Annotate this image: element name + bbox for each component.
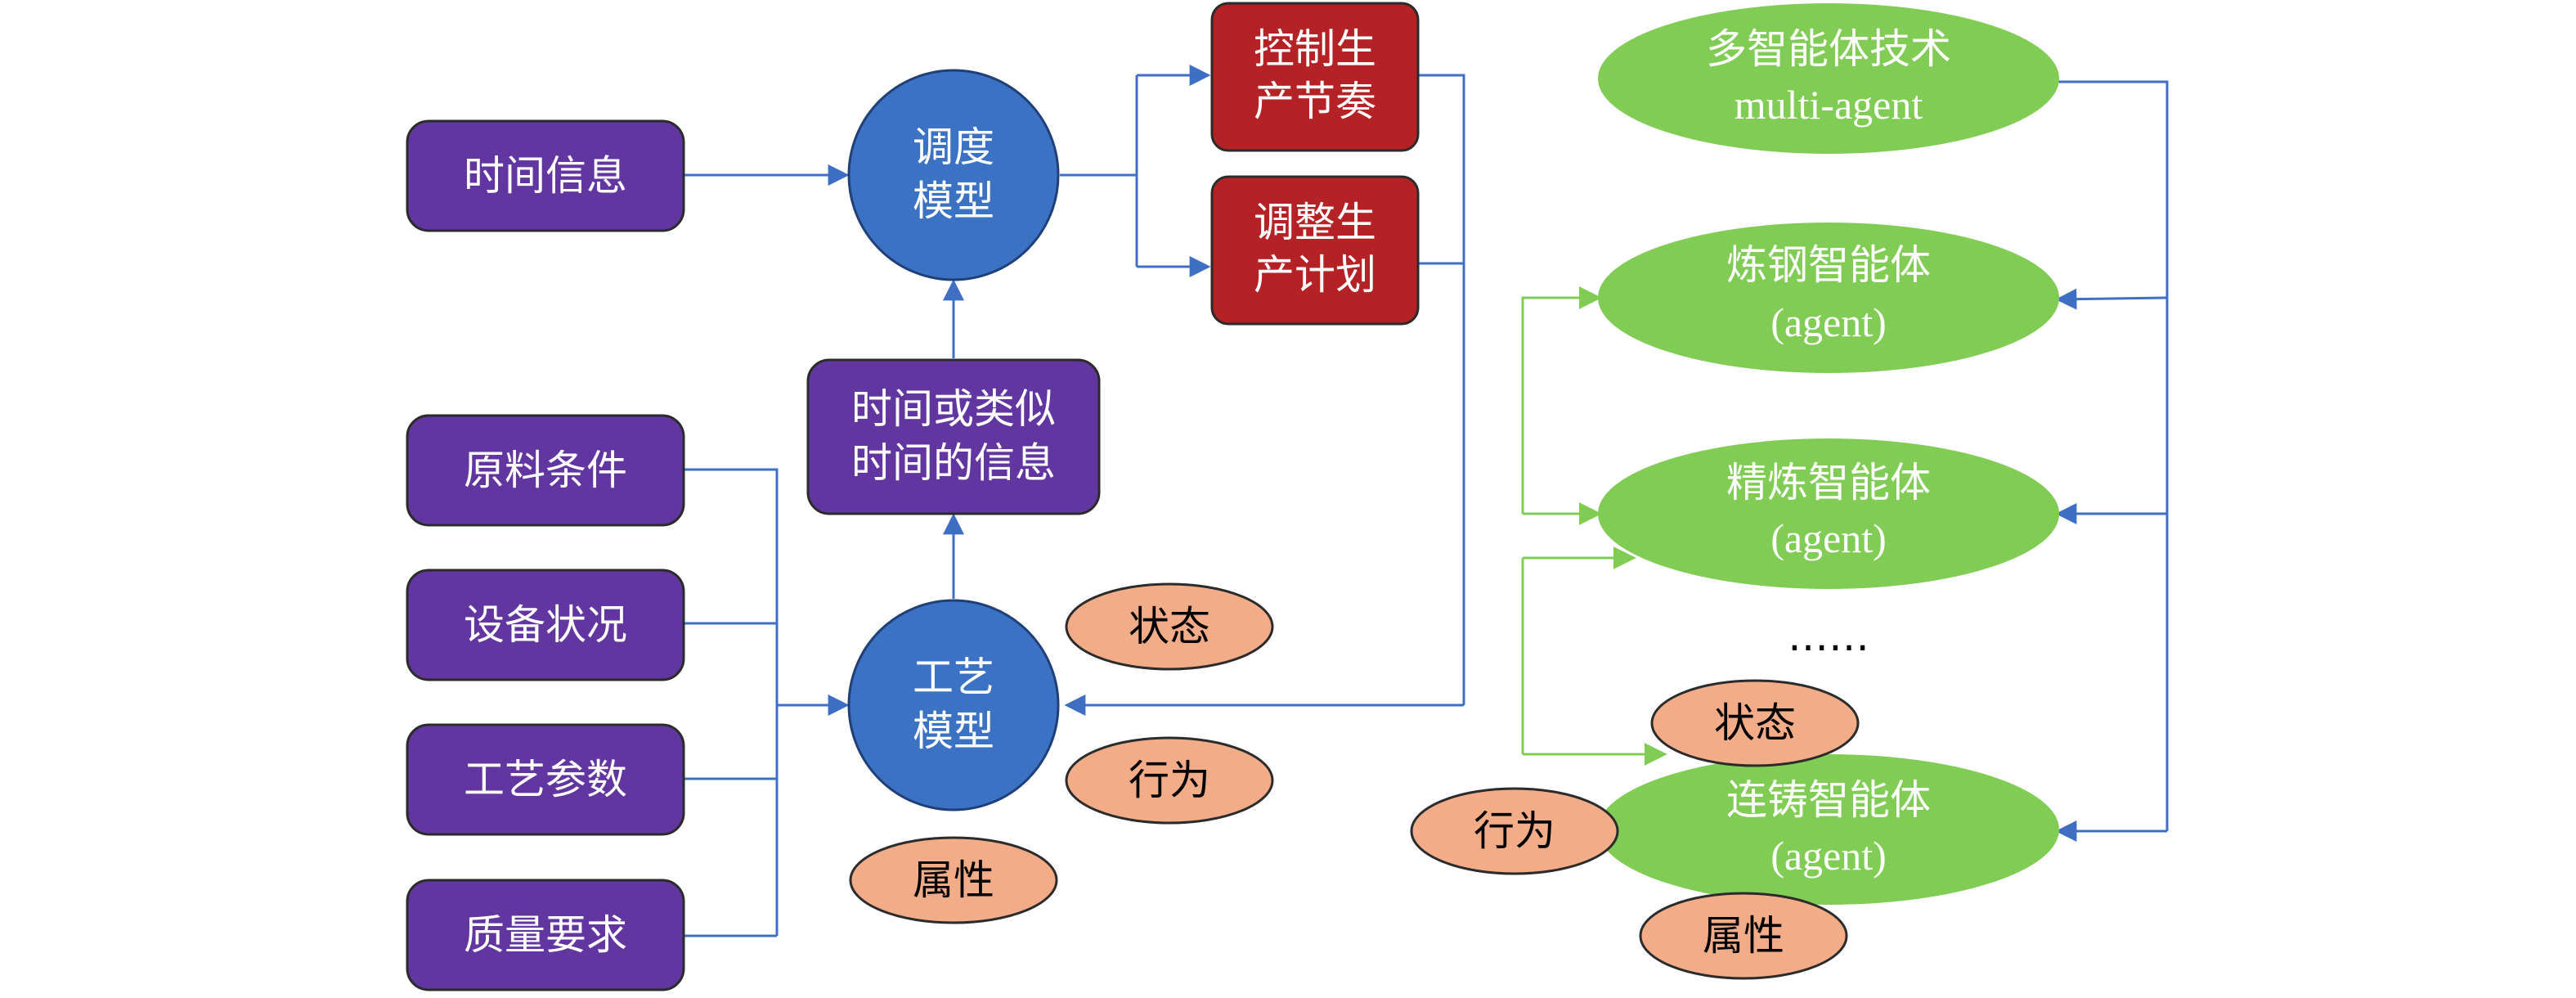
- process-behavior-label: 行为: [1129, 757, 1210, 804]
- process-model-line2: 模型: [913, 708, 994, 755]
- output-box-adjust-plan: 调整生 产计划: [1210, 175, 1420, 326]
- input-box-quality-req: 质量要求: [406, 879, 685, 991]
- refining-agent-line2: (agent): [1770, 515, 1887, 561]
- agents-ellipsis: ……: [1788, 613, 1869, 660]
- agent-behavior-label: 行为: [1474, 807, 1555, 855]
- connector-multi-agent-bracket: [2054, 80, 2169, 831]
- agent-attribute-label: 属性: [1703, 912, 1784, 960]
- scheduling-model-line2: 模型: [913, 178, 994, 225]
- input-box-equipment-status: 设备状况: [406, 569, 685, 681]
- output-box-control-rhythm: 控制生 产节奏: [1210, 2, 1420, 152]
- agent-attribute-ellipse: 属性: [1639, 892, 1848, 980]
- process-attribute-ellipse: 属性: [849, 836, 1058, 924]
- agent-state-ellipse: 状态: [1650, 679, 1860, 767]
- input-label-raw-material: 原料条件: [464, 447, 627, 494]
- process-attribute-label: 属性: [913, 856, 994, 904]
- input-box-raw-material: 原料条件: [406, 414, 685, 527]
- process-state-label: 状态: [1129, 603, 1210, 650]
- input-label-quality-req: 质量要求: [464, 911, 627, 959]
- casting-agent-line1: 连铸智能体: [1726, 776, 1931, 824]
- refining-agent-line1: 精炼智能体: [1726, 459, 1931, 506]
- steelmaking-agent-line2: (agent): [1770, 299, 1887, 345]
- connector-inputs-bracket: [684, 468, 779, 937]
- input-label-process-params: 工艺参数: [464, 756, 627, 803]
- arrow-multi-agent-to-steelmaking: [2055, 288, 2168, 310]
- connector-outputs-feedback: [1418, 74, 1465, 705]
- steelmaking-agent-line1: 炼钢智能体: [1726, 241, 1931, 289]
- steelmaking-agent-ellipse: 炼钢智能体 (agent): [1598, 223, 2059, 373]
- input-label-time-info: 时间信息: [464, 152, 627, 200]
- process-model-line1: 工艺: [913, 654, 994, 701]
- time-like-info-line1: 时间或类似: [851, 385, 1056, 433]
- time-like-info-box: 时间或类似 时间的信息: [806, 358, 1101, 515]
- adjust-plan-line1: 调整生: [1254, 199, 1376, 246]
- control-rhythm-line2: 产节奏: [1254, 78, 1376, 125]
- multi-agent-line2: multi-agent: [1735, 82, 1923, 128]
- connector-scheduling-branch: [1060, 75, 1138, 267]
- multi-agent-ellipse: 多智能体技术 multi-agent: [1598, 3, 2059, 154]
- process-state-ellipse: 状态: [1065, 582, 1274, 671]
- input-label-equipment-status: 设备状况: [464, 601, 627, 649]
- casting-agent-ellipse: 连铸智能体 (agent): [1598, 754, 2059, 905]
- process-behavior-ellipse: 行为: [1065, 736, 1274, 825]
- input-box-process-params: 工艺参数: [406, 723, 685, 836]
- control-rhythm-line1: 控制生: [1254, 25, 1376, 73]
- multi-agent-line1: 多智能体技术: [1706, 25, 1951, 73]
- scheduling-model-line1: 调度: [913, 124, 994, 171]
- casting-agent-line2: (agent): [1770, 833, 1887, 879]
- agent-state-label: 状态: [1714, 699, 1796, 747]
- connectors: [684, 65, 2169, 937]
- connector-steelmaking-refining: [1521, 296, 1600, 514]
- refining-agent-ellipse: 精炼智能体 (agent): [1598, 438, 2059, 589]
- adjust-plan-line2: 产计划: [1254, 251, 1376, 299]
- input-box-time-info: 时间信息: [406, 119, 685, 232]
- agent-behavior-ellipse: 行为: [1410, 787, 1619, 875]
- process-model-node: 工艺 模型: [847, 599, 1060, 811]
- time-like-info-line2: 时间的信息: [851, 439, 1056, 487]
- scheduling-model-node: 调度 模型: [847, 69, 1060, 281]
